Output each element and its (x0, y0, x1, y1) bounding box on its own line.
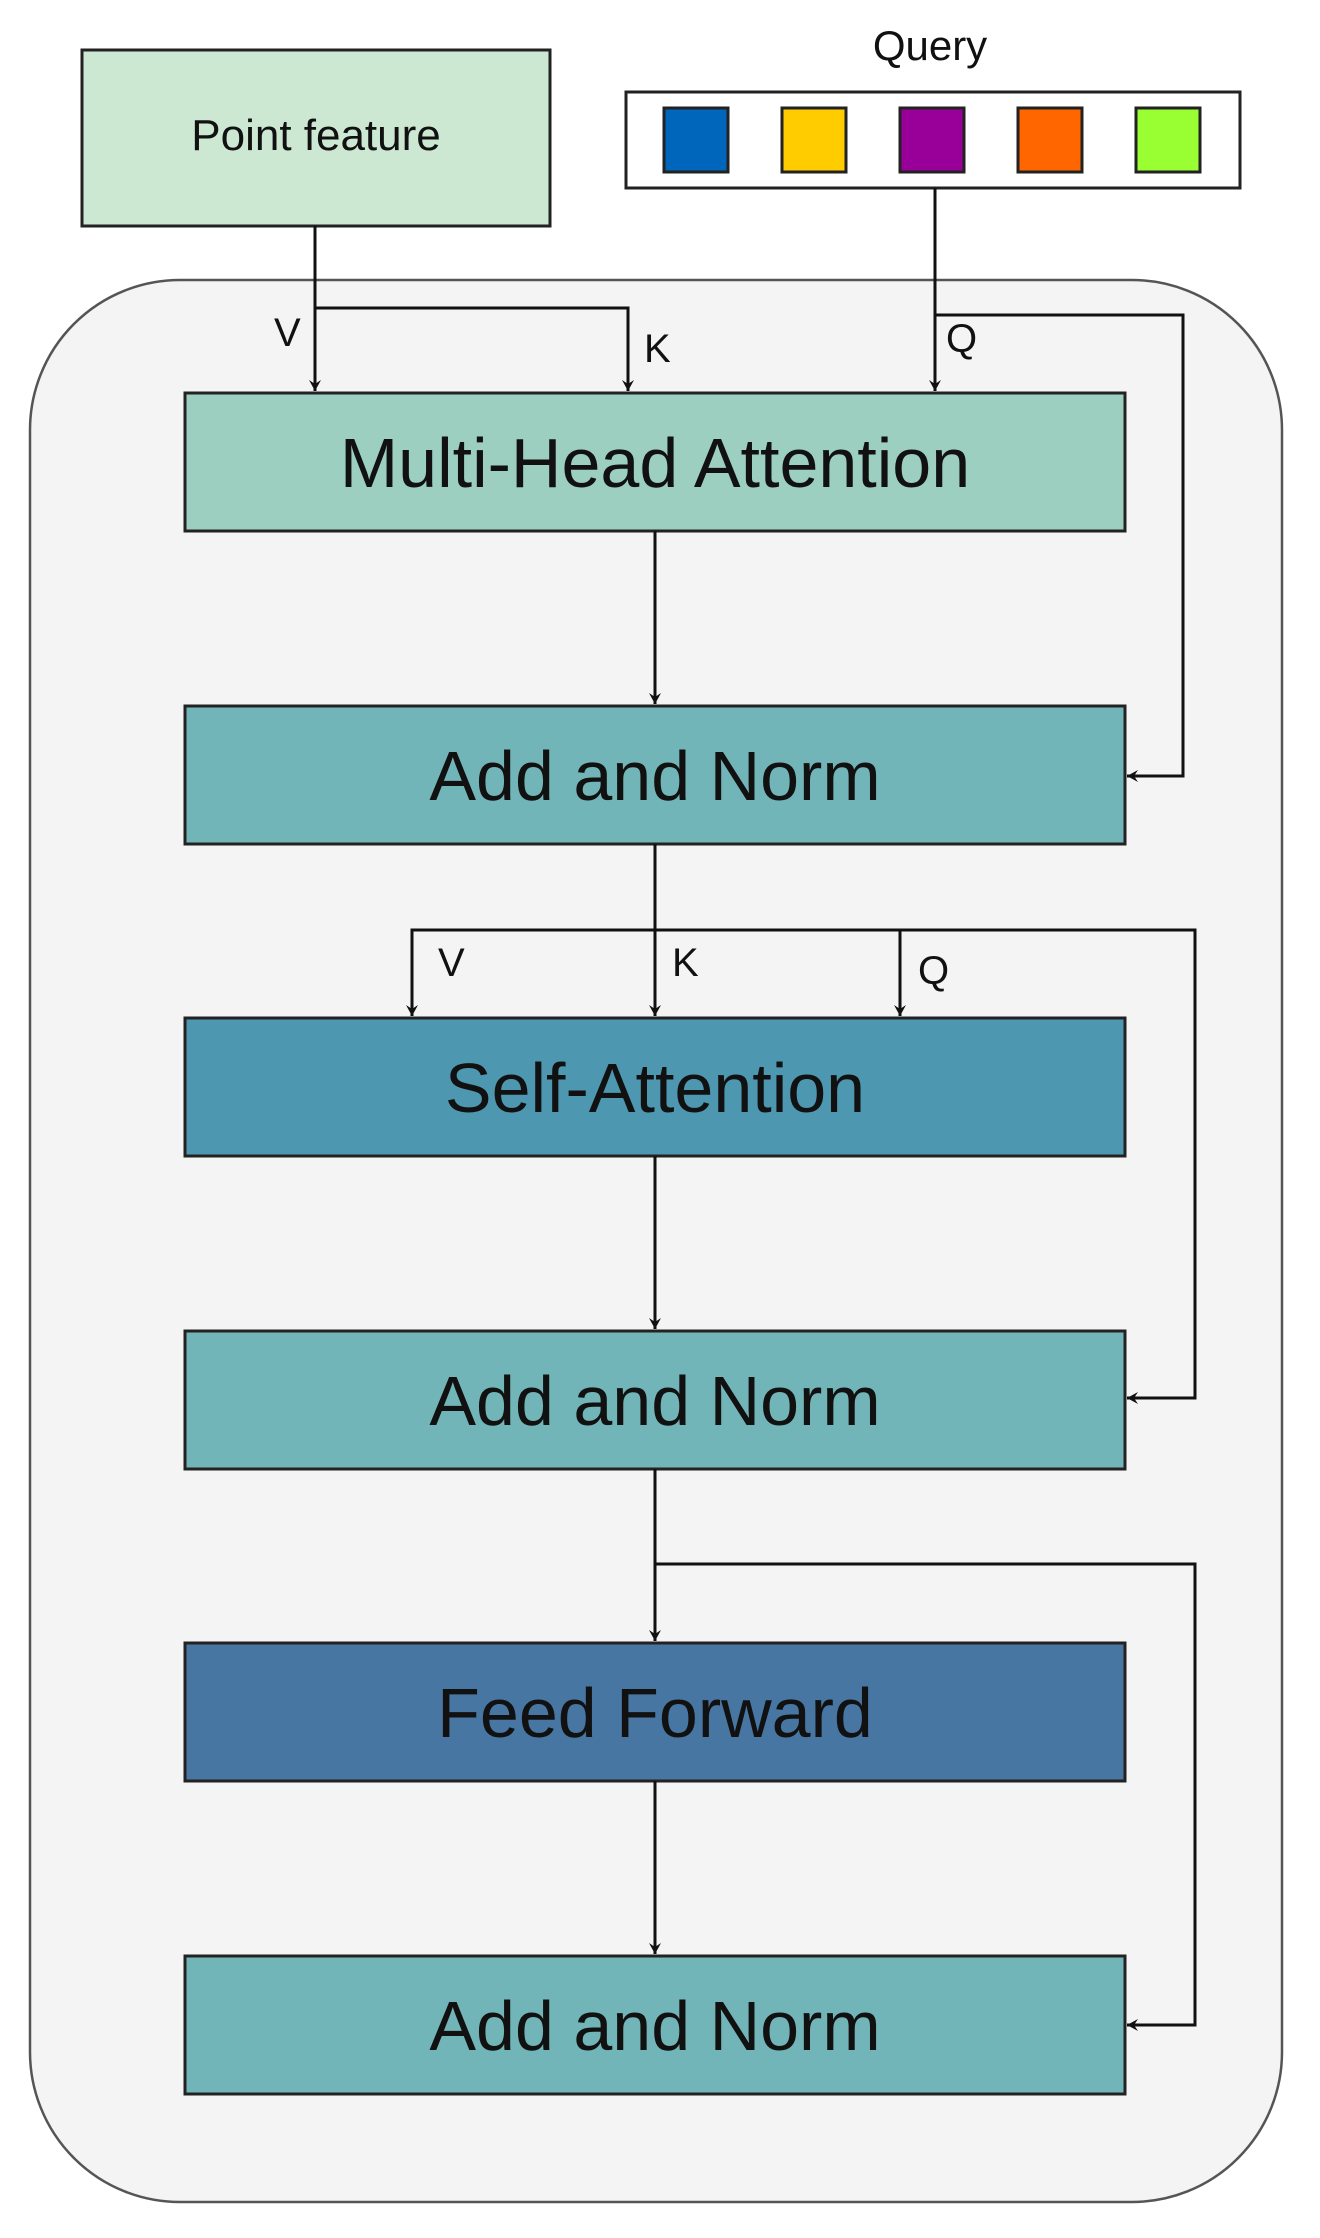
self-attention-label: Self-Attention (445, 1049, 865, 1127)
feed-forward-label: Feed Forward (437, 1674, 873, 1752)
edge-point-to-key (315, 306, 634, 391)
edge-norm2-residual (655, 1562, 1197, 2031)
edge-label-sa-k: K (672, 941, 699, 985)
multi-head-attention-block (183, 391, 1127, 533)
query-token-1 (662, 106, 730, 174)
edge-norm1-to-sa-value (406, 928, 655, 1016)
edge-label-sa-v: V (438, 941, 465, 985)
add-norm-label-1: Add and Norm (429, 737, 880, 815)
query-tokens (662, 106, 1202, 174)
add-norm-block-1 (183, 704, 1127, 846)
query-token-2 (780, 106, 848, 174)
edge-label-mha-k: K (644, 327, 671, 371)
self-attention-block (183, 1016, 1127, 1158)
edge-norm1-residual (900, 928, 1197, 1404)
query-token-3 (898, 106, 966, 174)
add-norm-block-3 (183, 1954, 1127, 2096)
query-label: Query (873, 22, 987, 69)
edge-label-sa-q: Q (918, 949, 949, 993)
add-norm-label-2: Add and Norm (429, 1362, 880, 1440)
edge-query-residual (935, 313, 1185, 782)
query-token-5 (1134, 106, 1202, 174)
multi-head-attention-label: Multi-Head Attention (340, 424, 970, 502)
edge-label-mha-v: V (274, 311, 301, 355)
edge-label-mha-q: Q (946, 317, 977, 361)
point-feature-label: Point feature (191, 111, 441, 160)
point-feature-box (80, 48, 552, 228)
add-norm-label-3: Add and Norm (429, 1987, 880, 2065)
feed-forward-block (183, 1641, 1127, 1783)
query-token-4 (1016, 106, 1084, 174)
